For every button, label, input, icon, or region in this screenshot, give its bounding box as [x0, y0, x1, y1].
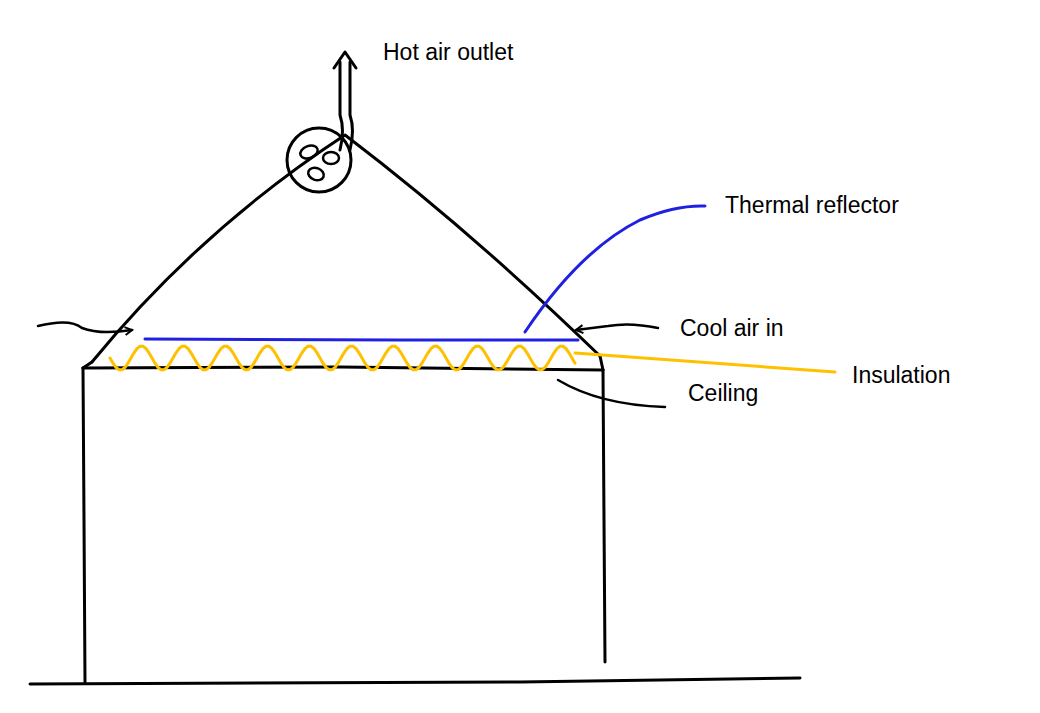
fan-blades	[298, 143, 339, 182]
left-wall	[83, 368, 85, 683]
right-wall	[603, 370, 605, 662]
annotation-label: Cool air in	[680, 315, 784, 343]
outlet-arrow-shaft	[340, 62, 343, 150]
outlet-arrow-shaft	[350, 62, 353, 150]
annotation-label: Thermal reflector	[725, 192, 899, 220]
thermal-reflector-sheet	[145, 339, 578, 340]
annotation-label: Insulation	[852, 362, 950, 390]
roof-outline	[92, 135, 600, 362]
insulation-batt	[110, 346, 575, 369]
inlet-arrow	[38, 322, 132, 332]
outlet-arrow-head	[334, 52, 356, 68]
annotation-label: Ceiling	[688, 380, 758, 408]
inlet-arrow	[576, 324, 658, 330]
annotation-label: Hot air outlet	[383, 39, 513, 67]
leader-line	[575, 353, 835, 372]
ground-line	[30, 678, 800, 684]
leader-line	[558, 380, 665, 407]
leader-line	[525, 206, 705, 332]
